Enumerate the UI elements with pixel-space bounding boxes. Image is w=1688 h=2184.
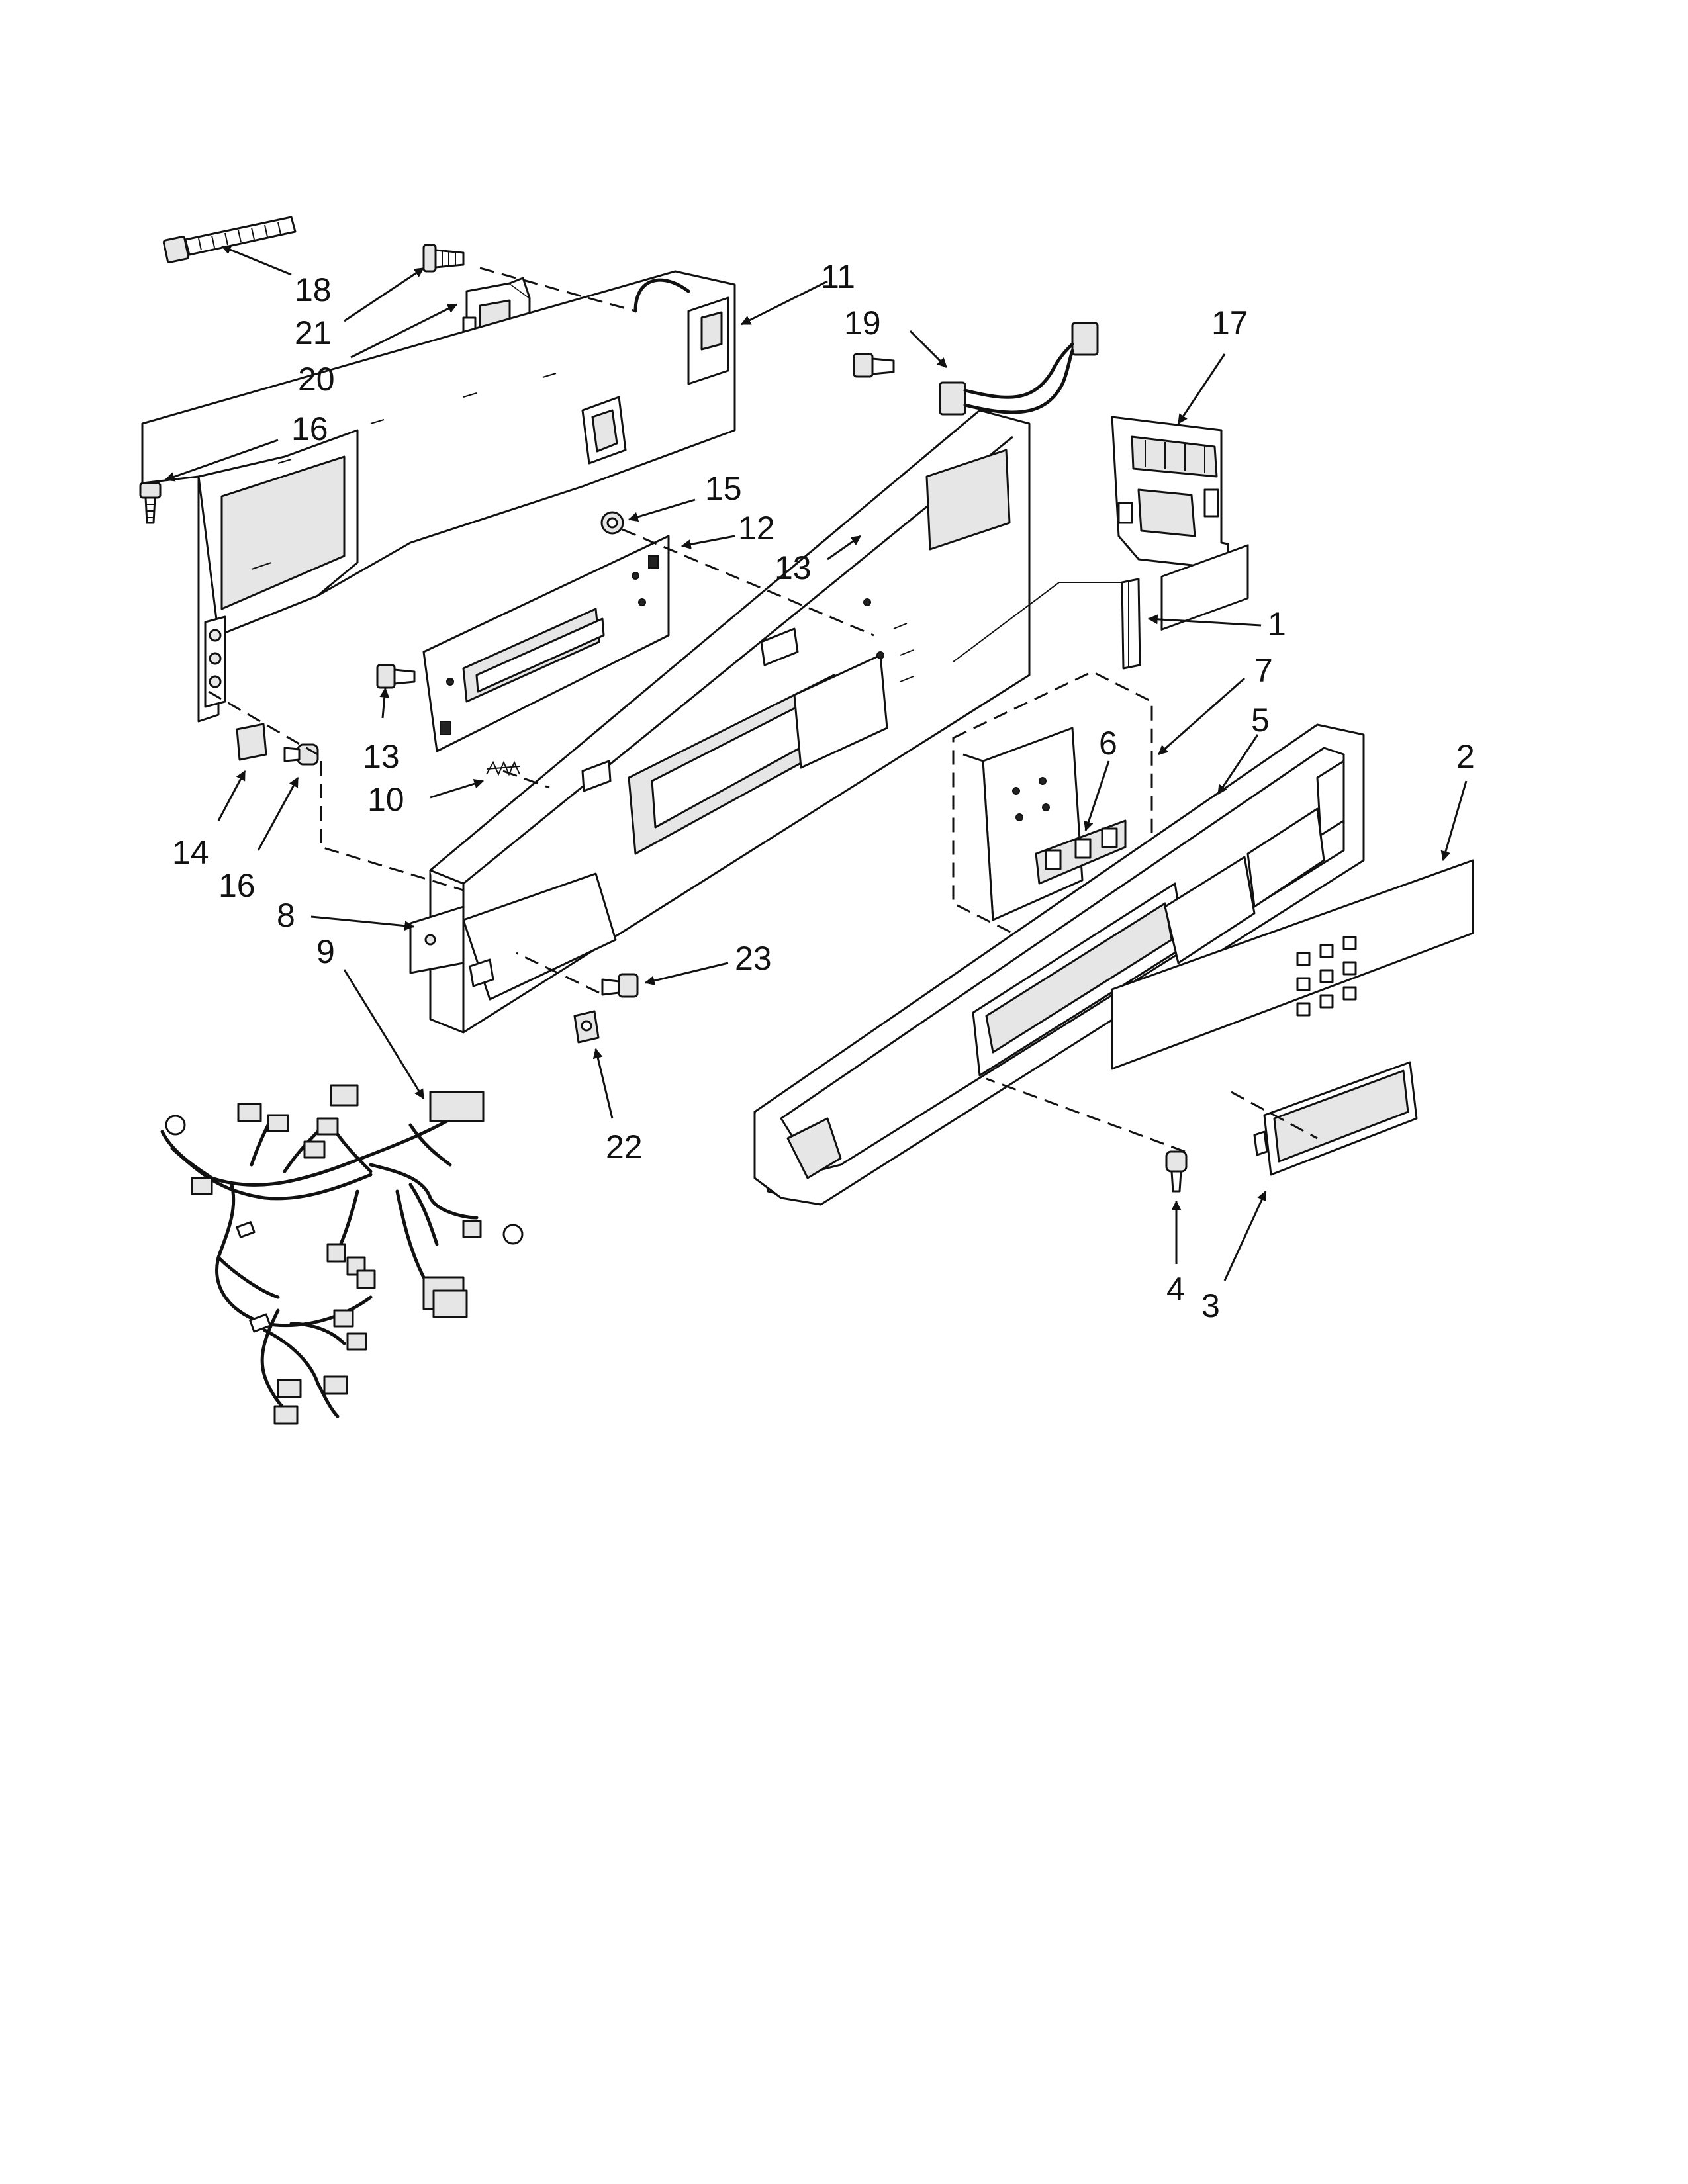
callout-6: 6	[1099, 725, 1117, 762]
leader-1	[1147, 614, 1262, 627]
callout-labels: 18 21 20 11 19 17 16 15 12 13 1 7 5 6 2 …	[172, 258, 1475, 1324]
leader-13-left	[379, 687, 390, 719]
leader-18	[220, 245, 292, 276]
callout-19: 19	[844, 304, 881, 341]
leader-12	[680, 535, 735, 549]
callout-8: 8	[277, 897, 295, 934]
wire-jumper-19-part	[939, 322, 1099, 416]
leader-16-top	[164, 439, 279, 482]
screw-16-lower-part	[283, 743, 319, 766]
callout-13-left: 13	[363, 738, 400, 775]
leader-10	[430, 778, 485, 799]
leader-13-right	[827, 535, 862, 561]
callout-4: 4	[1166, 1271, 1185, 1308]
callout-16-top: 16	[291, 410, 328, 447]
alignment-lines	[208, 267, 1318, 1153]
callout-13-right: 13	[774, 549, 812, 586]
clip-nut-22-part	[573, 1010, 600, 1044]
leader-19	[909, 330, 948, 369]
leader-14	[217, 770, 246, 821]
overlay-2-part	[1111, 544, 1474, 1070]
screw-13-left-part	[376, 664, 416, 689]
leader-8	[310, 915, 415, 931]
lens-3-part	[1253, 1061, 1418, 1176]
nut-15-part	[600, 511, 624, 535]
leader-3	[1223, 1190, 1267, 1281]
callout-14: 14	[172, 834, 209, 871]
callout-10: 10	[367, 781, 404, 818]
leader-9	[343, 969, 425, 1100]
leader-22	[592, 1048, 614, 1119]
screw-16-top-part	[139, 482, 162, 524]
switch-bracket-6-part	[962, 727, 1127, 921]
callout-21: 21	[295, 314, 332, 351]
leader-7	[1158, 677, 1245, 756]
wiring-harness-9-part	[160, 1084, 524, 1425]
callout-9: 9	[316, 933, 335, 970]
callout-17: 17	[1211, 304, 1248, 341]
leader-23	[644, 962, 729, 986]
leader-5	[1217, 734, 1259, 796]
callout-7: 7	[1254, 652, 1273, 689]
leader-11	[740, 280, 828, 326]
bracket-1-part	[1121, 578, 1141, 670]
screw-4-part	[1165, 1150, 1188, 1193]
callout-22: 22	[606, 1128, 643, 1165]
spring-10-part	[486, 760, 520, 776]
screw-23-part	[601, 973, 639, 998]
leader-21	[344, 267, 425, 322]
callout-12: 12	[738, 510, 775, 547]
callout-1: 1	[1268, 606, 1286, 643]
leader-16-lower	[257, 776, 299, 851]
cable-tie-part	[162, 216, 297, 263]
console-bracket-part	[141, 270, 736, 723]
callout-5: 5	[1251, 702, 1270, 739]
callout-18: 18	[295, 271, 332, 308]
clip-14-part	[236, 723, 267, 761]
console-panel-5-part	[753, 723, 1365, 1206]
console-housing-part	[409, 409, 1031, 1034]
callout-16-lower: 16	[218, 867, 256, 904]
callout-2: 2	[1456, 738, 1475, 775]
callout-15: 15	[705, 470, 742, 507]
leader-17	[1177, 353, 1226, 425]
callout-3: 3	[1201, 1287, 1220, 1324]
leader-20	[350, 303, 458, 359]
leader-6	[1084, 760, 1110, 832]
callout-23: 23	[735, 940, 772, 977]
control-module-17-part	[1111, 416, 1229, 570]
leader-2	[1440, 780, 1468, 862]
screw-13-right-part	[853, 353, 895, 378]
screw-21-part	[422, 244, 465, 273]
leader-15	[628, 498, 696, 522]
callout-20: 20	[298, 361, 335, 398]
callout-11: 11	[821, 258, 855, 295]
leader-arrows	[164, 245, 1468, 1281]
circuit-board-12-part	[422, 535, 670, 752]
